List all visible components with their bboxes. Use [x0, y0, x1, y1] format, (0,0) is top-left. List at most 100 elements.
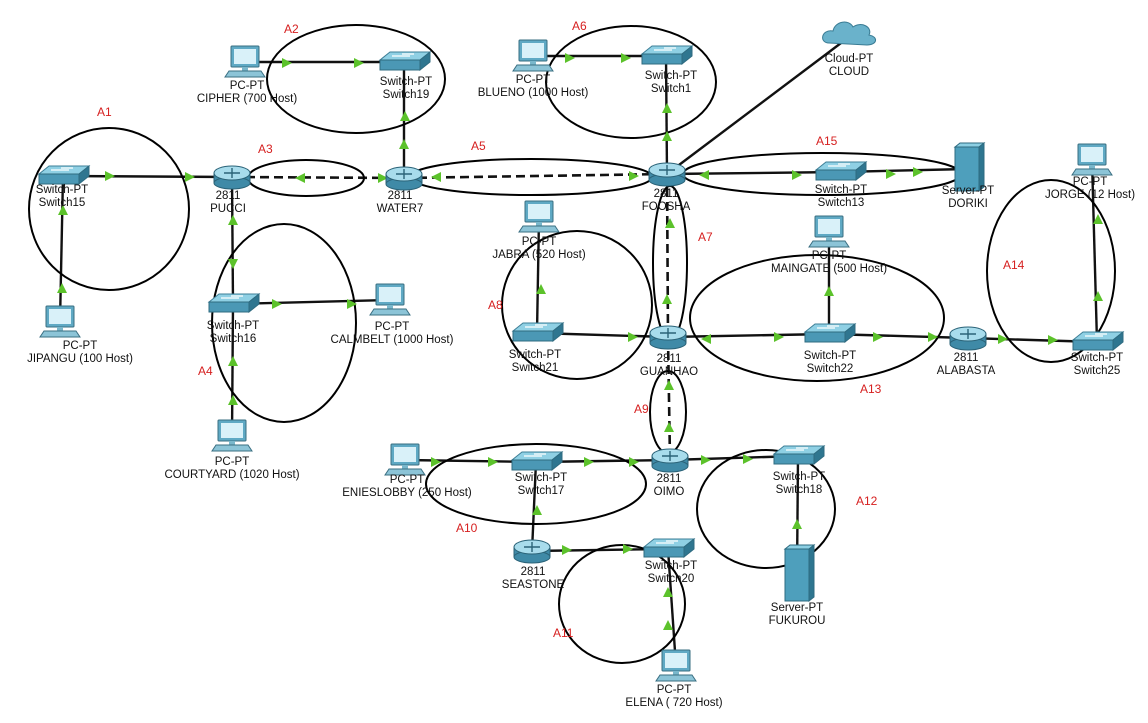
area-label-a15: A15 — [816, 134, 838, 148]
link-switch15-pucci — [62, 174, 233, 179]
link-pucci-switch16 — [230, 176, 235, 305]
switch15-type-label: Switch-PT — [36, 184, 88, 196]
switch13-switch-icon[interactable] — [814, 160, 868, 182]
cloud-cloud-icon[interactable] — [822, 21, 876, 46]
area-label-a3: A3 — [258, 142, 273, 156]
switch19-switch-icon[interactable] — [378, 50, 432, 72]
fukurou-server-icon[interactable] — [783, 543, 816, 603]
port-up-indicator-icon — [57, 283, 67, 293]
elena-pc-icon[interactable] — [655, 649, 697, 682]
link-foosha-cloud — [666, 36, 850, 175]
switch25-name-label: Switch25 — [1074, 365, 1121, 377]
foosha-router-icon[interactable] — [648, 162, 686, 187]
port-up-indicator-icon — [664, 380, 674, 390]
switch20-name-label: Switch20 — [648, 573, 695, 585]
link-jorge-switch25 — [1090, 159, 1099, 343]
jipangu-pc-icon[interactable] — [39, 305, 81, 338]
switch16-switch-icon[interactable] — [207, 292, 261, 314]
guanhao-name-label: GUANHAO — [640, 366, 698, 378]
enieslobby-pc-icon[interactable] — [384, 443, 426, 476]
enieslobby-type-label: PC-PT — [390, 474, 425, 486]
cloud-type-label: Cloud-PT — [825, 53, 874, 65]
switch18-name-label: Switch18 — [776, 484, 823, 496]
switch1-switch-icon[interactable] — [640, 44, 694, 66]
switch20-type-label: Switch-PT — [645, 560, 697, 572]
port-up-indicator-icon — [399, 139, 409, 149]
jabra-pc-icon[interactable] — [518, 200, 560, 233]
cipher-pc-icon[interactable] — [224, 45, 266, 78]
jabra-type-label: PC-PT — [522, 236, 557, 248]
maingate-pc-icon[interactable] — [808, 215, 850, 248]
port-up-indicator-icon — [272, 299, 282, 309]
courtyard-pc-icon[interactable] — [211, 419, 253, 452]
switch20-switch-icon[interactable] — [642, 537, 696, 559]
doriki-name-label: DORIKI — [948, 198, 988, 210]
cloud-name-label: CLOUD — [829, 66, 869, 78]
port-up-indicator-icon — [928, 332, 938, 342]
switch18-switch-icon[interactable] — [772, 444, 826, 466]
port-up-indicator-icon — [774, 332, 784, 342]
port-up-indicator-icon — [662, 294, 672, 304]
link-switch1-foosha — [664, 55, 669, 175]
switch17-type-label: Switch-PT — [515, 472, 567, 484]
switch16-type-label: Switch-PT — [207, 320, 259, 332]
port-up-indicator-icon — [662, 131, 672, 141]
link-pucci-water7 — [231, 175, 405, 180]
port-up-indicator-icon — [400, 111, 410, 121]
port-up-indicator-icon — [1048, 335, 1058, 345]
port-up-indicator-icon — [701, 455, 711, 465]
jorge-pc-icon[interactable] — [1071, 143, 1113, 176]
guanhao-type-label: 2811 — [657, 353, 682, 365]
switch25-switch-icon[interactable] — [1071, 330, 1125, 352]
area-ellipse-a13 — [689, 254, 945, 382]
port-up-indicator-icon — [228, 356, 238, 366]
calmbelt-type-label: PC-PT — [375, 321, 410, 333]
pucci-name-label: PUCCI — [210, 203, 246, 215]
switch19-type-label: Switch-PT — [380, 76, 432, 88]
blueno-pc-icon[interactable] — [512, 39, 554, 72]
seastone-type-label: 2811 — [521, 566, 546, 578]
jorge-type-label: PC-PT — [1073, 176, 1108, 188]
port-up-indicator-icon — [185, 172, 195, 182]
oimo-type-label: 2811 — [657, 473, 682, 485]
area-ellipse-a12 — [696, 449, 836, 569]
port-up-indicator-icon — [431, 457, 441, 467]
area-label-a1: A1 — [97, 105, 112, 119]
port-up-indicator-icon — [584, 457, 594, 467]
area-label-a12: A12 — [856, 494, 878, 508]
switch17-switch-icon[interactable] — [510, 450, 564, 472]
switch22-switch-icon[interactable] — [803, 322, 857, 344]
link-foosha-switch13 — [666, 170, 841, 176]
pucci-router-icon[interactable] — [213, 165, 251, 190]
switch18-type-label: Switch-PT — [773, 471, 825, 483]
oimo-name-label: OIMO — [654, 486, 685, 498]
alabasta-router-icon[interactable] — [949, 326, 987, 351]
port-up-indicator-icon — [998, 334, 1008, 344]
jorge-name-label: JORGE (12 Host) — [1045, 189, 1135, 201]
maingate-name-label: MAINGATE (500 Host) — [771, 263, 887, 275]
pucci-type-label: 2811 — [216, 190, 241, 202]
guanhao-router-icon[interactable] — [649, 325, 687, 350]
jabra-name-label: JABRA (520 Host) — [492, 249, 585, 261]
water7-router-icon[interactable] — [385, 166, 423, 191]
calmbelt-name-label: CALMBELT (1000 Host) — [331, 334, 454, 346]
switch16-name-label: Switch16 — [210, 333, 257, 345]
link-courtyard-switch16 — [230, 303, 235, 437]
oimo-router-icon[interactable] — [651, 448, 689, 473]
switch15-switch-icon[interactable] — [37, 164, 91, 186]
port-up-indicator-icon — [665, 218, 675, 228]
doriki-server-icon[interactable] — [953, 141, 986, 193]
link-jipangu-switch15 — [58, 175, 65, 323]
seastone-router-icon[interactable] — [513, 539, 551, 564]
area-ellipse-a11 — [558, 544, 686, 664]
calmbelt-pc-icon[interactable] — [369, 283, 411, 316]
elena-type-label: PC-PT — [657, 684, 692, 696]
port-up-indicator-icon — [629, 171, 639, 181]
link-switch20-elena — [666, 548, 678, 667]
port-up-indicator-icon — [621, 53, 631, 63]
switch21-switch-icon[interactable] — [511, 321, 565, 343]
alabasta-name-label: ALABASTA — [937, 365, 996, 377]
area-label-a14: A14 — [1003, 258, 1025, 272]
